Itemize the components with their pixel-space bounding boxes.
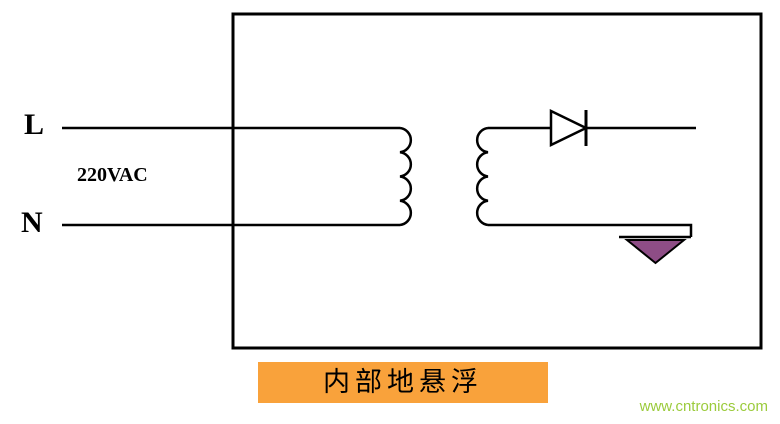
enclosure-box <box>231 12 763 350</box>
transformer-secondary-winding <box>475 126 489 227</box>
watermark-text: www.cntronics.com <box>639 398 768 415</box>
ground-return-wire <box>488 223 693 237</box>
diode-icon <box>549 109 589 147</box>
caption-label: 内部地悬浮 <box>323 367 483 398</box>
floating-ground-icon <box>624 239 687 265</box>
transformer-primary-winding <box>399 126 413 227</box>
caption-box: 内部地悬浮 <box>258 362 548 403</box>
voltage-label: 220VAC <box>77 164 148 186</box>
l-terminal-label: L <box>24 108 45 141</box>
n-terminal-label: N <box>21 206 43 239</box>
